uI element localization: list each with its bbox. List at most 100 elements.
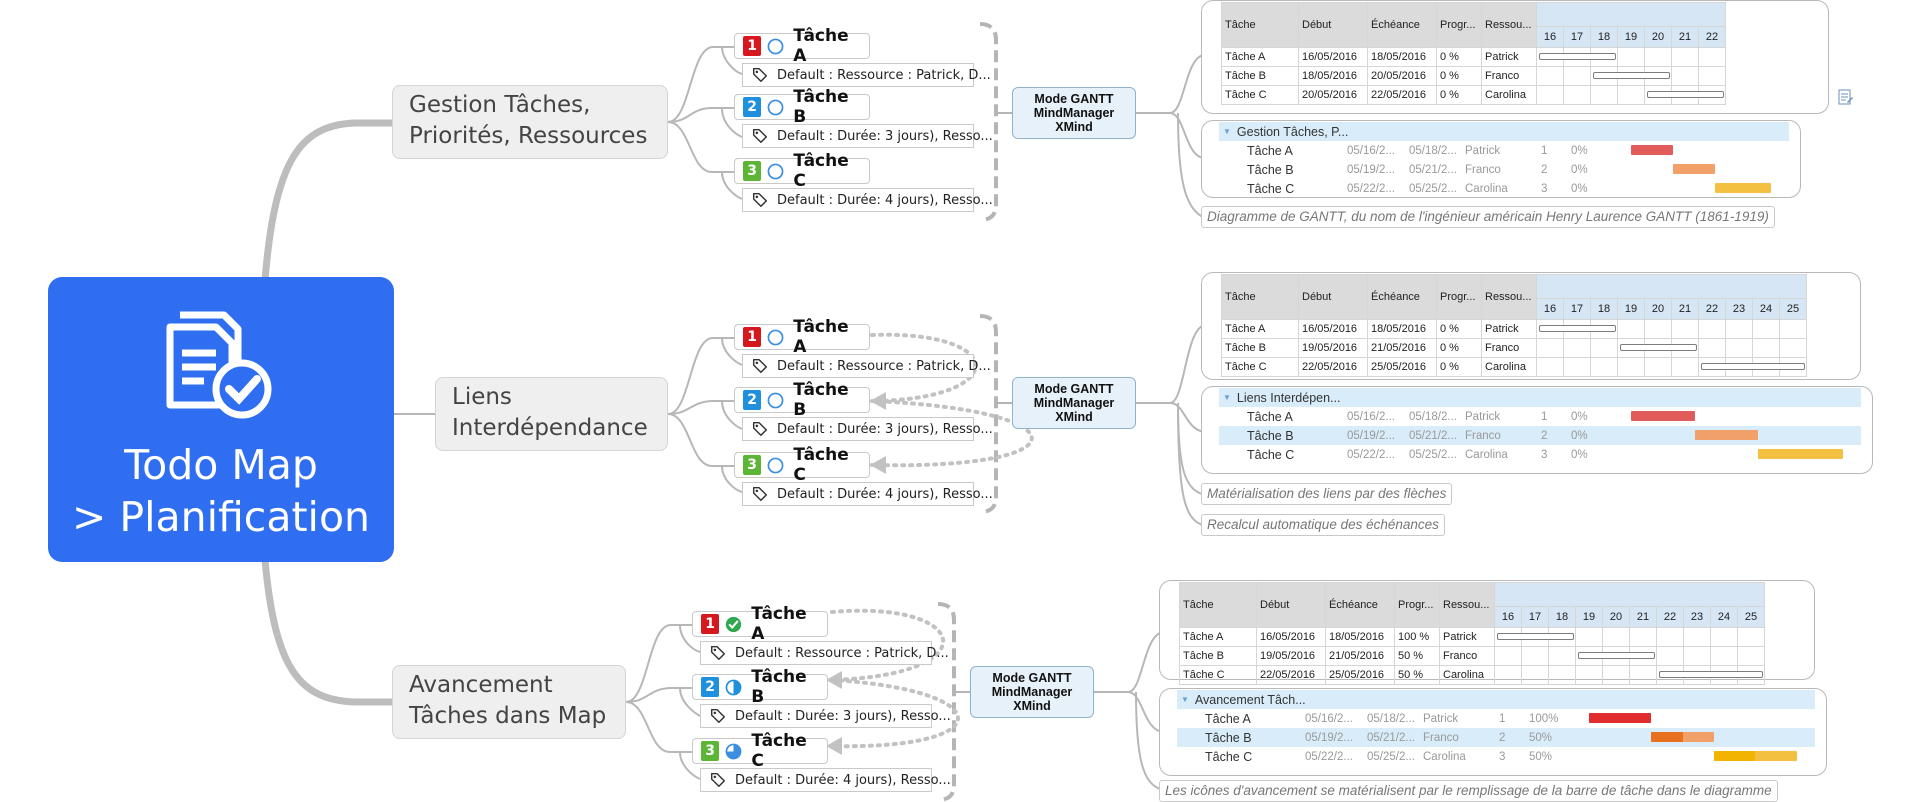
tag-text: Default : Ressource : Patrick, D... [735,645,949,661]
tag-note[interactable]: Default : Durée: 4 jours), Resso... [742,188,993,212]
day-header: 19 [1617,25,1645,49]
project-group-row: ▼Gestion Tâches, P... [1219,122,1789,141]
day-header: 20 [1602,605,1630,629]
timeline-cell [1725,338,1753,358]
table-header: Tâche [1221,2,1299,48]
project-name: Tâche A [1247,143,1293,158]
timeline-cell [1494,646,1522,666]
gantt-bar [1658,670,1763,678]
table-cell: 22/05/2016 [1298,357,1368,377]
priority-1-icon: 1 [701,614,720,634]
mode-label-line: XMind [1055,120,1093,134]
project-pct: 0% [1571,163,1588,176]
project-end: 05/21/2... [1409,163,1457,176]
tag-note[interactable]: Default : Ressource : Patrick, D... [742,354,991,378]
day-header: 25 [1737,605,1765,629]
table-cell: 0 % [1436,319,1482,339]
timeline-cell [1563,357,1591,377]
note-edit-icon[interactable] [1838,88,1854,106]
progress-icon [725,743,742,759]
task-name: Tâche C [793,445,849,485]
note[interactable]: Les icônes d'avancement se matérialisent… [1159,780,1778,802]
table-cell: 16/05/2016 [1298,47,1368,67]
project-id: 2 [1541,163,1548,176]
project-start: 05/19/2... [1347,163,1395,176]
tag-note[interactable]: Default : Durée: 3 jours), Resso... [742,124,993,148]
project-pct: 100% [1529,712,1559,725]
project-bar [1713,751,1797,761]
project-start: 05/19/2... [1347,429,1395,442]
timeline-cell [1521,665,1549,685]
note[interactable]: Diagramme de GANTT, du nom de l'ingénieu… [1201,206,1775,228]
project-res: Carolina [1423,750,1466,763]
note[interactable]: Recalcul automatique des échénances [1201,514,1445,536]
day-header: 21 [1629,605,1657,629]
branch-gestion-taches[interactable]: Gestion Tâches, Priorités, Ressources [392,85,668,159]
project-pct: 0% [1571,448,1588,461]
project-group-row: ▼Liens Interdépen... [1219,388,1861,407]
project-bar-progress [1651,732,1683,742]
table-cell: 25/05/2016 [1325,665,1395,685]
task-name: Tâche A [793,26,849,66]
timeline-cell [1710,627,1738,647]
gantt-bar [1592,71,1670,79]
table-cell: 100 % [1394,627,1440,647]
timeline-header [1536,2,1726,27]
tag-note[interactable]: Default : Durée: 3 jours), Resso... [742,417,993,441]
timeline-cell [1590,338,1618,358]
project-id: 1 [1541,410,1548,423]
tag-note[interactable]: Default : Ressource : Patrick, D... [742,63,991,87]
tag-note[interactable]: Default : Durée: 4 jours), Resso... [700,768,951,792]
project-res: Franco [1465,163,1501,176]
timeline-cell [1575,665,1603,685]
timeline-cell [1656,646,1684,666]
note[interactable]: Matérialisation des liens par des flèche… [1201,483,1453,505]
central-topic[interactable]: Todo Map > Planification [48,277,394,562]
project-bar [1694,430,1759,440]
priority-1-icon: 1 [743,327,762,347]
timeline-cell [1536,85,1564,105]
project-res: Patrick [1465,410,1501,423]
project-pct: 0% [1571,144,1588,157]
timeline-cell [1671,47,1699,67]
gantt-bar [1538,324,1616,332]
table-cell: Tâche B [1221,66,1299,86]
timeline-cell [1521,646,1549,666]
tag-note[interactable]: Default : Ressource : Patrick, D... [700,641,949,665]
gantt-bar [1700,362,1805,370]
project-id: 2 [1499,731,1506,744]
tag-note[interactable]: Default : Durée: 3 jours), Resso... [700,704,951,728]
project-end: 05/25/2... [1409,448,1457,461]
progress-icon [726,616,742,632]
table-cell: 19/05/2016 [1256,646,1326,666]
collapse-arrow-icon: ▼ [1181,695,1189,704]
timeline-cell [1671,319,1699,339]
branch-avancement-taches[interactable]: Avancement Tâches dans Map [392,665,626,739]
timeline-cell [1563,85,1591,105]
timeline-cell [1617,85,1645,105]
table-cell: Patrick [1481,47,1537,67]
mode-label-line: Mode GANTT [992,671,1072,685]
branch-liens-interdependance[interactable]: Liens Interdépendance [435,377,668,451]
table-cell: Franco [1439,646,1495,666]
project-start: 05/19/2... [1305,731,1353,744]
tag-note[interactable]: Default : Durée: 4 jours), Resso... [742,482,993,506]
task-name: Tâche C [793,151,849,191]
